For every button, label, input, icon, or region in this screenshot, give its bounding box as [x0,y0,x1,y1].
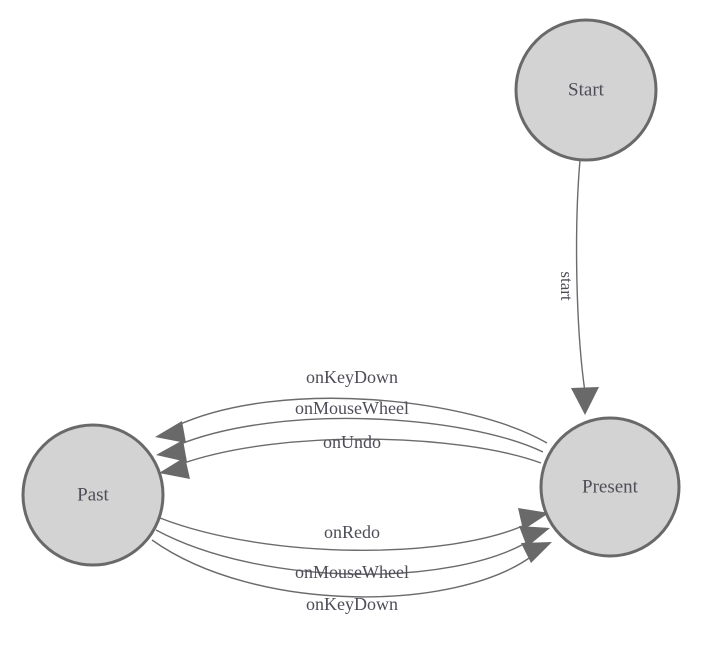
edge-past-to-present-onmousewheel[interactable]: onMouseWheel [155,526,550,582]
edge-start-to-present[interactable]: start [557,159,599,415]
edge-label-present-past-3: onUndo [323,432,381,452]
edge-label-past-present-1: onRedo [324,522,380,542]
edge-label-past-present-3: onKeyDown [306,594,398,614]
arrowhead-present-past-1 [155,421,186,443]
node-present-label: Present [582,476,639,497]
node-start[interactable]: Start [514,18,658,162]
node-present[interactable]: Present [539,416,681,558]
edge-label-start: start [557,271,576,301]
edge-label-present-past-1: onKeyDown [306,367,398,387]
edge-present-to-past-onkeydown[interactable]: onKeyDown [155,367,548,444]
arrowhead-past-present-3 [521,542,552,563]
edge-present-to-past-onmousewheel[interactable]: onMouseWheel [156,398,544,462]
node-past-label: Past [77,484,109,505]
node-start-label: Start [568,79,605,100]
arrowhead-present-past-2 [156,440,187,462]
node-past-circle [21,423,165,567]
edge-path-past-present-2 [155,529,530,575]
edge-present-to-past-onundo[interactable]: onUndo [159,432,542,479]
edge-path-start-present [575,159,586,393]
arrowhead-present-past-3 [159,457,190,479]
edge-path-present-past-1 [175,397,548,444]
edge-path-past-present-1 [159,517,528,551]
edge-path-present-past-2 [177,417,544,453]
edge-path-past-present-3 [151,539,533,598]
node-past[interactable]: Past [21,423,165,567]
arrowhead-past-present-1 [518,508,549,530]
arrowhead-past-present-2 [519,526,550,547]
edge-past-to-present-onkeydown[interactable]: onKeyDown [151,539,552,614]
edge-label-present-past-2: onMouseWheel [295,398,409,418]
arrowhead-start-present [571,387,599,415]
edge-past-to-present-onredo[interactable]: onRedo [159,508,549,551]
edge-label-past-present-2: onMouseWheel [295,562,409,582]
node-present-circle [539,416,681,558]
node-start-circle [514,18,658,162]
edge-path-present-past-3 [180,438,542,465]
